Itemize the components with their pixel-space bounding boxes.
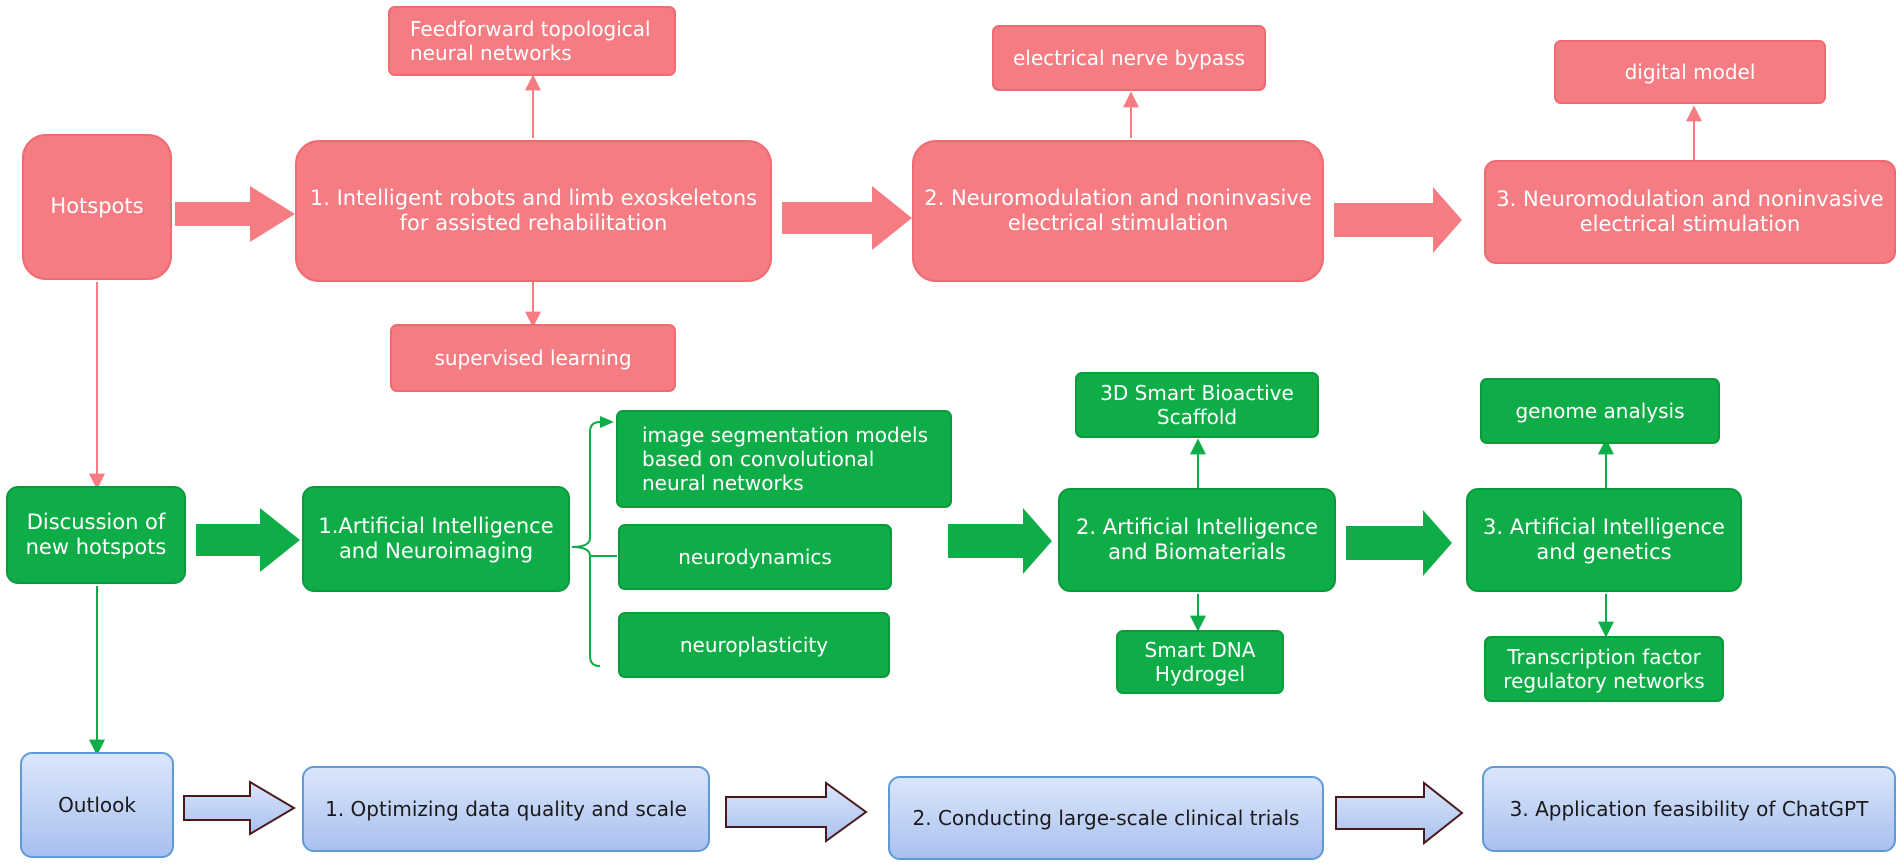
bracket-top-arrowhead bbox=[600, 416, 614, 428]
new-hotspot-node-2-down: Smart DNA Hydrogel bbox=[1116, 630, 1284, 694]
block-arrow-outlook-to-step1 bbox=[183, 780, 296, 836]
hotspot-node-3: 3. Neuromodulation and noninvasive elect… bbox=[1484, 160, 1896, 264]
new-hotspot-node-1: 1.Artificial Intelligence and Neuroimagi… bbox=[302, 486, 570, 592]
new-hotspot-node-3-down: Transcription factor regulatory networks bbox=[1484, 636, 1724, 702]
new-hotspot-node-2-up: 3D Smart Bioactive Scaffold bbox=[1075, 372, 1319, 438]
outlook-root-node: Outlook bbox=[20, 752, 174, 858]
outlook-step-2: 2. Conducting large-scale clinical trial… bbox=[888, 776, 1324, 860]
hotspot-node-3-up: digital model bbox=[1554, 40, 1826, 104]
block-arrow-step2-to-step3 bbox=[1335, 780, 1464, 846]
block-arrow-hotspots-to-node1 bbox=[175, 186, 295, 242]
block-arrow-branches-to-node2 bbox=[948, 508, 1052, 574]
new-hotspot-node-3: 3. Artificial Intelligence and genetics bbox=[1466, 488, 1742, 592]
new-hotspot-node-3-up: genome analysis bbox=[1480, 378, 1720, 444]
new-hotspot-branch-2: neurodynamics bbox=[618, 524, 892, 590]
hotspot-node-1: 1. Intelligent robots and limb exoskelet… bbox=[295, 140, 772, 282]
new-hotspots-root-node: Discussion of new hotspots bbox=[6, 486, 186, 584]
outlook-step-1: 1. Optimizing data quality and scale bbox=[302, 766, 710, 852]
block-arrow-node2-to-node3-green bbox=[1346, 510, 1452, 576]
new-hotspot-branch-3: neuroplasticity bbox=[618, 612, 890, 678]
new-hotspot-branch-1: image segmentation models based on convo… bbox=[616, 410, 952, 508]
block-arrow-node1-to-node2 bbox=[782, 186, 912, 250]
outlook-step-3: 3. Application feasibility of ChatGPT bbox=[1482, 766, 1896, 852]
block-arrow-step1-to-step2 bbox=[725, 781, 868, 843]
new-hotspot-node-2: 2. Artificial Intelligence and Biomateri… bbox=[1058, 488, 1336, 592]
block-arrow-newhot-to-node1 bbox=[196, 508, 300, 572]
block-arrow-node2-to-node3 bbox=[1334, 187, 1462, 253]
hotspots-root-node: Hotspots bbox=[22, 134, 172, 280]
hotspot-node-2-up: electrical nerve bypass bbox=[992, 25, 1266, 91]
hotspot-node-2: 2. Neuromodulation and noninvasive elect… bbox=[912, 140, 1324, 282]
bracket-neuroimaging-branches bbox=[571, 421, 601, 667]
hotspot-node-1-up: Feedforward topological neural networks bbox=[388, 6, 676, 76]
hotspot-node-1-down: supervised learning bbox=[390, 324, 676, 392]
